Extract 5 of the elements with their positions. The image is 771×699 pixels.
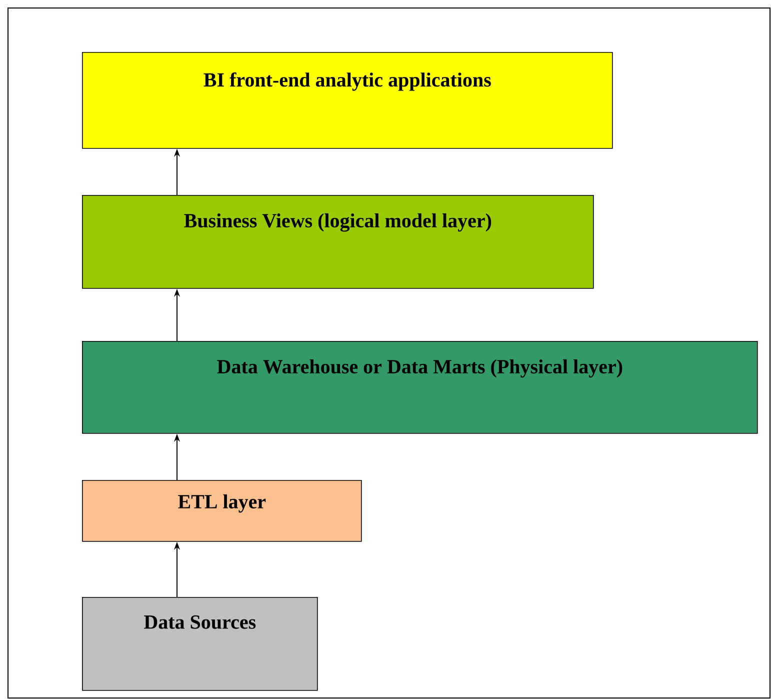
layer-box: Data Warehouse or Data Marts (Physical layer) bbox=[82, 341, 758, 434]
layer-box: ETL layer bbox=[82, 480, 362, 542]
layer-box: BI front-end analytic applications bbox=[82, 52, 613, 149]
layer-box: Data Sources bbox=[82, 597, 318, 691]
layer-box: Business Views (logical model layer) bbox=[82, 195, 594, 289]
